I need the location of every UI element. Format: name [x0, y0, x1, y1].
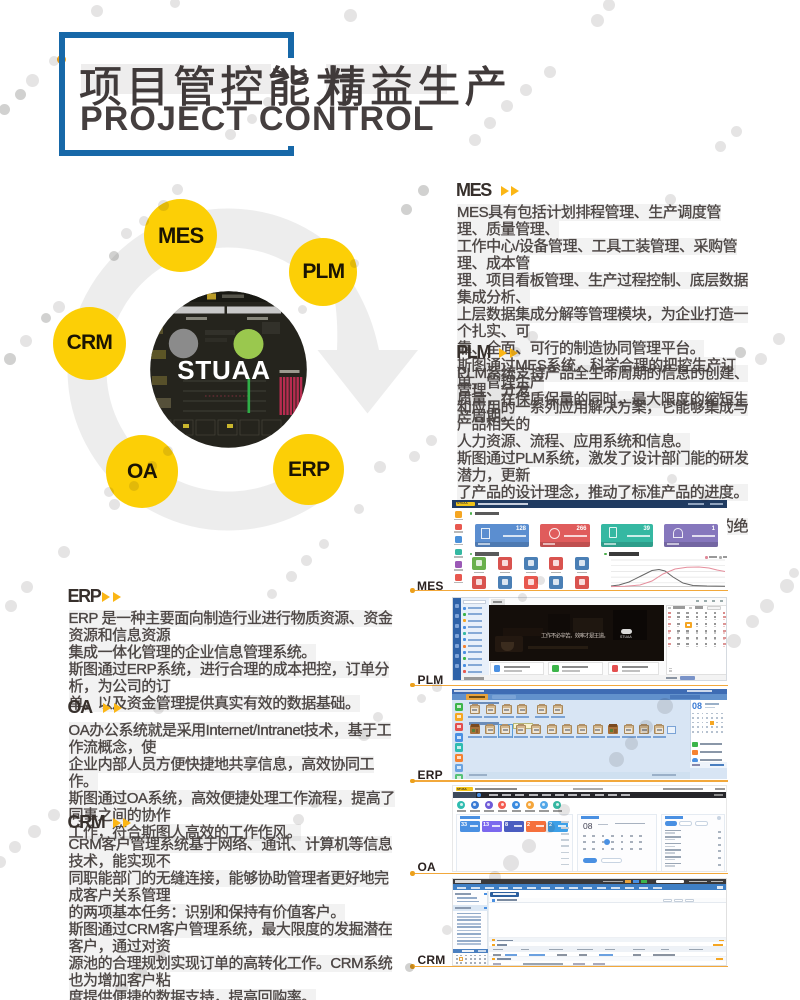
svg-text:STUAA: STUAA [177, 355, 271, 385]
